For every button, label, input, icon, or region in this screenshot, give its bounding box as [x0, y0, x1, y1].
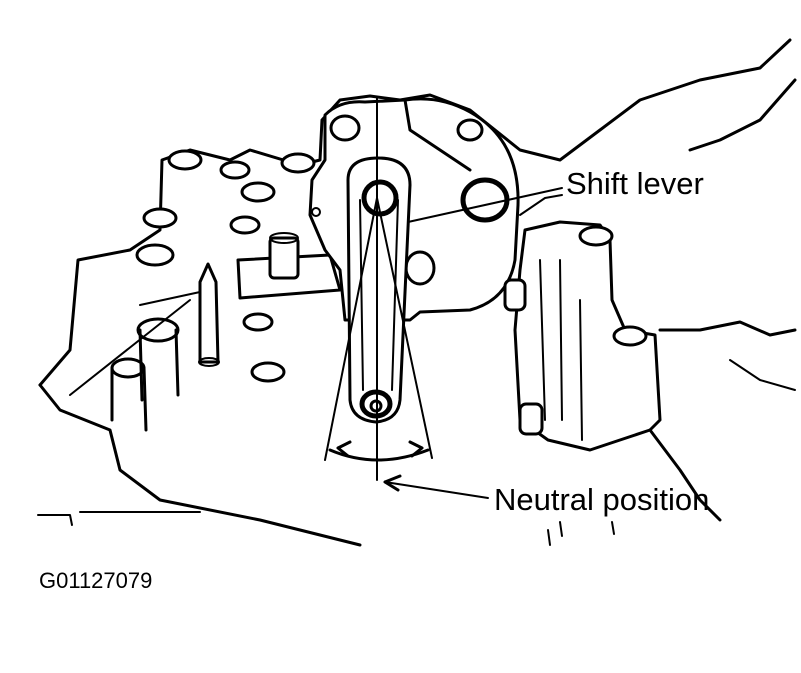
swing-arrow-right	[408, 440, 424, 458]
case-dash-2	[559, 521, 563, 537]
flange-bracket	[403, 98, 472, 172]
neutral-position-label: Neutral position	[494, 482, 710, 517]
case-lower-right	[648, 428, 722, 522]
swing-range-right	[376, 197, 433, 459]
manual-valve-stem	[268, 236, 300, 280]
detent-pin	[198, 262, 220, 364]
figure-code: G01127079	[39, 568, 153, 593]
swing-arrow-left	[336, 440, 352, 458]
case-dash-3	[611, 521, 615, 535]
shift-lever-label: Shift lever	[566, 166, 704, 201]
shift-lever-inner	[359, 199, 399, 391]
case-bottom-tick-left	[37, 514, 73, 526]
right-plug-1	[503, 278, 527, 312]
manual-valve-stem-top	[269, 232, 299, 244]
right-rib-1	[539, 259, 583, 441]
right-boss-2	[612, 325, 648, 347]
case-right-step	[658, 320, 797, 337]
swing-arc	[328, 448, 430, 462]
flange-bolt-hole-2	[456, 118, 484, 142]
case-right-rib	[729, 359, 796, 391]
leader-shift-lever-1	[407, 187, 563, 223]
leader-line-left-1	[69, 299, 191, 396]
right-plug-2	[518, 402, 544, 436]
flange-small-hole	[311, 207, 321, 217]
swing-range-left	[324, 197, 378, 461]
leader-neutral-position	[384, 481, 489, 499]
right-boss-1	[578, 225, 614, 247]
leader-line-left-2	[139, 291, 201, 306]
case-dash-1	[547, 529, 551, 546]
shift-lever-arm	[346, 156, 412, 424]
bolt-bosses-left	[110, 149, 316, 432]
case-lower-left	[38, 383, 362, 547]
leader-shift-lever-2	[519, 194, 563, 216]
leader-neutral-arrowhead	[383, 474, 402, 492]
detent-pin-base	[198, 357, 220, 367]
flange-bolt-hole-1	[329, 114, 361, 142]
case-right-edge	[688, 78, 797, 152]
